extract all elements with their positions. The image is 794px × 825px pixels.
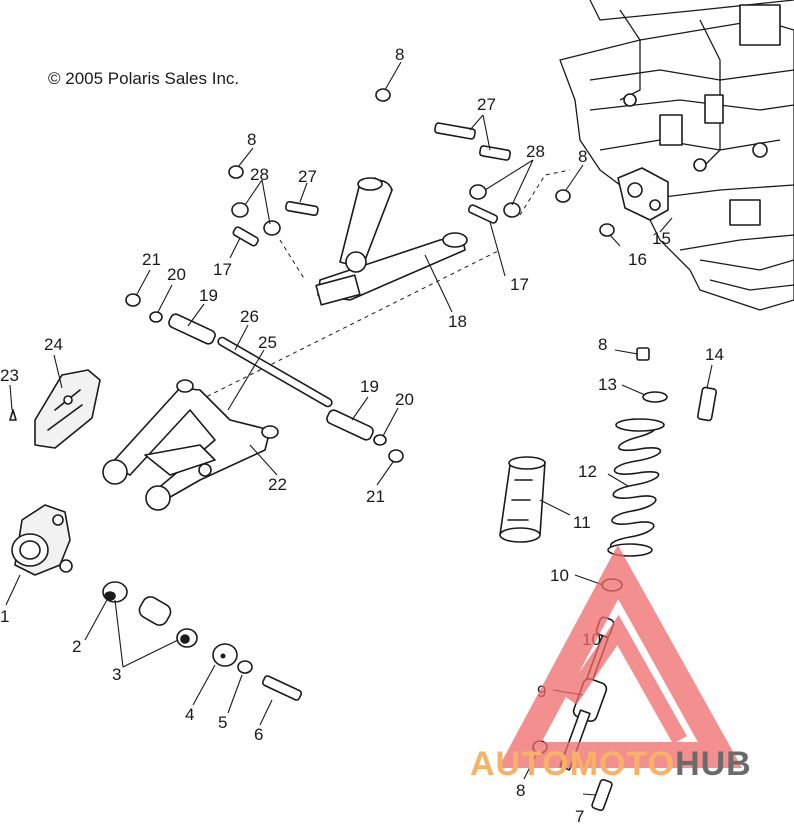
callout-25: 25 <box>258 333 277 352</box>
callout-6: 6 <box>254 725 263 744</box>
callout-23: 23 <box>0 366 19 385</box>
part-4-5-6-hardware <box>212 643 303 701</box>
part-22-lower-a-arm <box>102 379 279 511</box>
callout-16: 16 <box>628 250 647 269</box>
callout-26: 26 <box>240 307 259 326</box>
part-1-knuckle <box>11 504 73 576</box>
watermark-text: AUTOMOTOHUB <box>470 745 752 783</box>
callout-17-a: 17 <box>213 260 232 279</box>
callout-22: 22 <box>268 475 287 494</box>
part-15-shock-bracket <box>617 167 669 221</box>
frame-section <box>559 0 794 311</box>
callout-28-b: 28 <box>526 142 545 161</box>
callout-12: 12 <box>578 462 597 481</box>
part-18-upper-a-arm <box>315 177 468 306</box>
part-8-nut-top <box>228 88 615 237</box>
callout-20-a: 20 <box>167 265 186 284</box>
callout-4: 4 <box>185 705 194 724</box>
watermark-brand-part2: HUB <box>675 745 752 783</box>
part-12-spring <box>607 418 665 557</box>
callout-24: 24 <box>44 335 63 354</box>
part-19-bushing-left <box>168 313 216 345</box>
callout-8-b: 8 <box>247 130 256 149</box>
callout-1: 1 <box>0 607 9 626</box>
callout-19-b: 19 <box>360 377 379 396</box>
watermark-brand-part1: AUTOMOTO <box>470 745 675 783</box>
callout-19-a: 19 <box>199 286 218 305</box>
callout-15: 15 <box>652 229 671 248</box>
part-11-spring-cover <box>499 456 546 543</box>
callout-18: 18 <box>448 312 467 331</box>
callout-8-a: 8 <box>395 45 404 64</box>
callout-8-d: 8 <box>598 335 607 354</box>
part-23-screw <box>9 409 17 421</box>
part-24-guard <box>34 369 101 449</box>
callout-20-b: 20 <box>395 390 414 409</box>
part-27-28-upper-hardware <box>231 122 521 247</box>
callout-13: 13 <box>598 375 617 394</box>
watermark-logo <box>498 544 743 768</box>
leader-lines <box>5 61 713 796</box>
callout-2: 2 <box>72 637 81 656</box>
part-13-14-hardware <box>636 347 717 422</box>
callout-27-b: 27 <box>298 167 317 186</box>
assembly-lines <box>199 169 571 401</box>
callout-17-b: 17 <box>510 275 529 294</box>
callout-7: 7 <box>575 807 584 825</box>
callout-21-b: 21 <box>366 487 385 506</box>
part-19-20-21-right <box>326 409 404 463</box>
callout-28-a: 28 <box>250 165 269 184</box>
callout-11: 11 <box>573 513 591 532</box>
callout-21-a: 21 <box>142 250 161 269</box>
callout-14: 14 <box>705 345 724 364</box>
callout-5: 5 <box>218 713 227 732</box>
callout-8-c: 8 <box>578 147 587 166</box>
callouts: 1 2 3 4 5 6 7 8 8 8 8 8 9 10 10 11 12 13… <box>0 45 724 825</box>
callout-3: 3 <box>112 665 121 684</box>
part-21-20-left <box>125 293 163 323</box>
callout-8-e: 8 <box>516 781 525 800</box>
callout-27-a: 27 <box>477 95 496 114</box>
part-2-3-bearings <box>102 581 198 648</box>
callout-10-a: 10 <box>550 566 569 585</box>
svg-text:AUTOMOTOHUB: AUTOMOTOHUB <box>470 745 752 783</box>
copyright-text: © 2005 Polaris Sales Inc. <box>48 69 239 88</box>
part-26-pivot-shaft <box>217 336 333 408</box>
